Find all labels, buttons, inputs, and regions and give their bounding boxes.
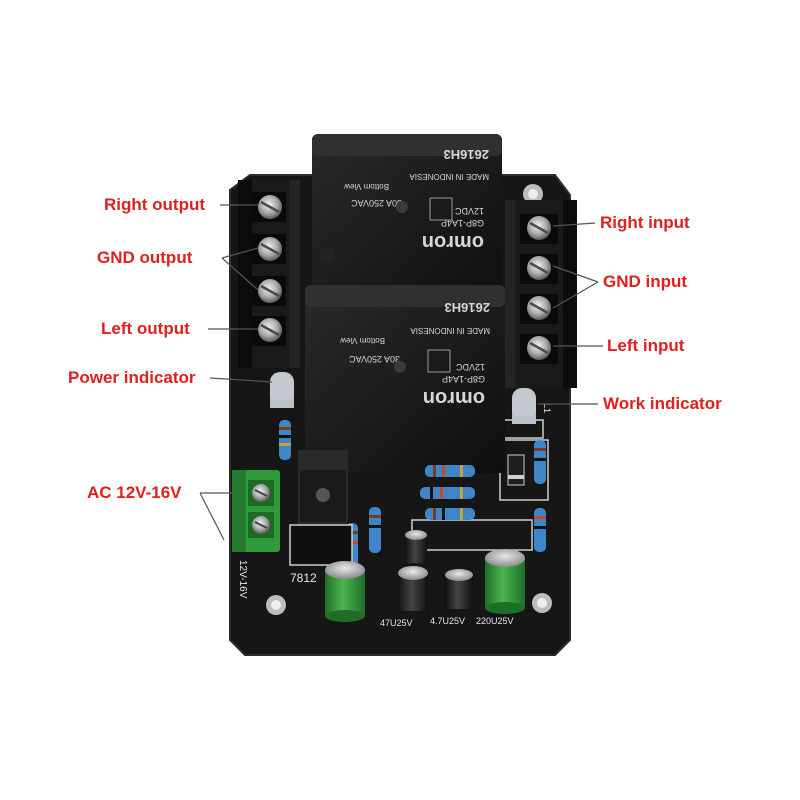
callout-lines [199,204,603,541]
label-power-indicator: Power indicator [68,368,196,387]
relay-bottom-origin: MADE IN INDONESIA [410,326,490,335]
relay-bottom: 2616H3 MADE IN INDONESIA Bottom View omr… [305,285,505,473]
label-right-input: Right input [600,213,690,232]
label-gnd-output: GND output [97,248,193,267]
power-led [270,372,294,408]
relay-bottom-brand: omron [423,387,485,409]
led-ref-label: L1 [542,403,552,413]
voltage-regulator: 7812 [289,450,353,585]
relay-top-rating: 30A 250VAC [351,198,402,208]
relay-bottom-model: G8P-1A4P [442,374,485,384]
relay-top-model: G8P-1A4P [441,218,484,228]
label-ac-input: AC 12V-16V [87,483,182,502]
capacitor-small [405,530,427,563]
input-terminal-block [505,200,577,388]
cap-220u-label: 220U25V [476,616,514,626]
capacitor-47u [325,561,365,622]
label-work-indicator: Work indicator [603,394,722,413]
capacitor-4u7-b [445,569,473,609]
cap-47u-label: 47U25V [380,618,413,628]
relay-top-code: 2616H3 [443,147,489,162]
relay-top-voltage: 12VDC [454,206,484,216]
relay-bottom-view: Bottom View [340,336,385,345]
relay-bottom-rating: 30A 250VAC [349,354,400,364]
relay-bottom-code: 2616H3 [444,300,490,315]
relay-bottom-voltage: 12VDC [455,362,485,372]
regulator-label: 7812 [290,571,317,585]
supply-label: 12V-16V [237,560,248,599]
cap-4u7-label: 4.7U25V [430,616,465,626]
relay-top-brand: omron [422,231,484,253]
output-terminal-block [238,180,300,368]
label-left-output: Left output [101,319,190,338]
relay-top-origin: MADE IN INDONESIA [409,172,489,181]
label-gnd-input: GND input [603,272,688,291]
work-led: L1 [512,388,552,424]
capacitor-220u [485,549,525,614]
label-left-input: Left input [607,336,685,355]
diode [507,454,525,486]
label-right-output: Right output [104,195,206,214]
ac-terminal-block: 12V-16V [232,470,280,599]
capacitor-4u7-a [398,566,428,611]
relay-top: 2616H3 MADE IN INDONESIA Bottom View omr… [312,134,502,312]
relay-top-view: Bottom View [344,182,389,191]
